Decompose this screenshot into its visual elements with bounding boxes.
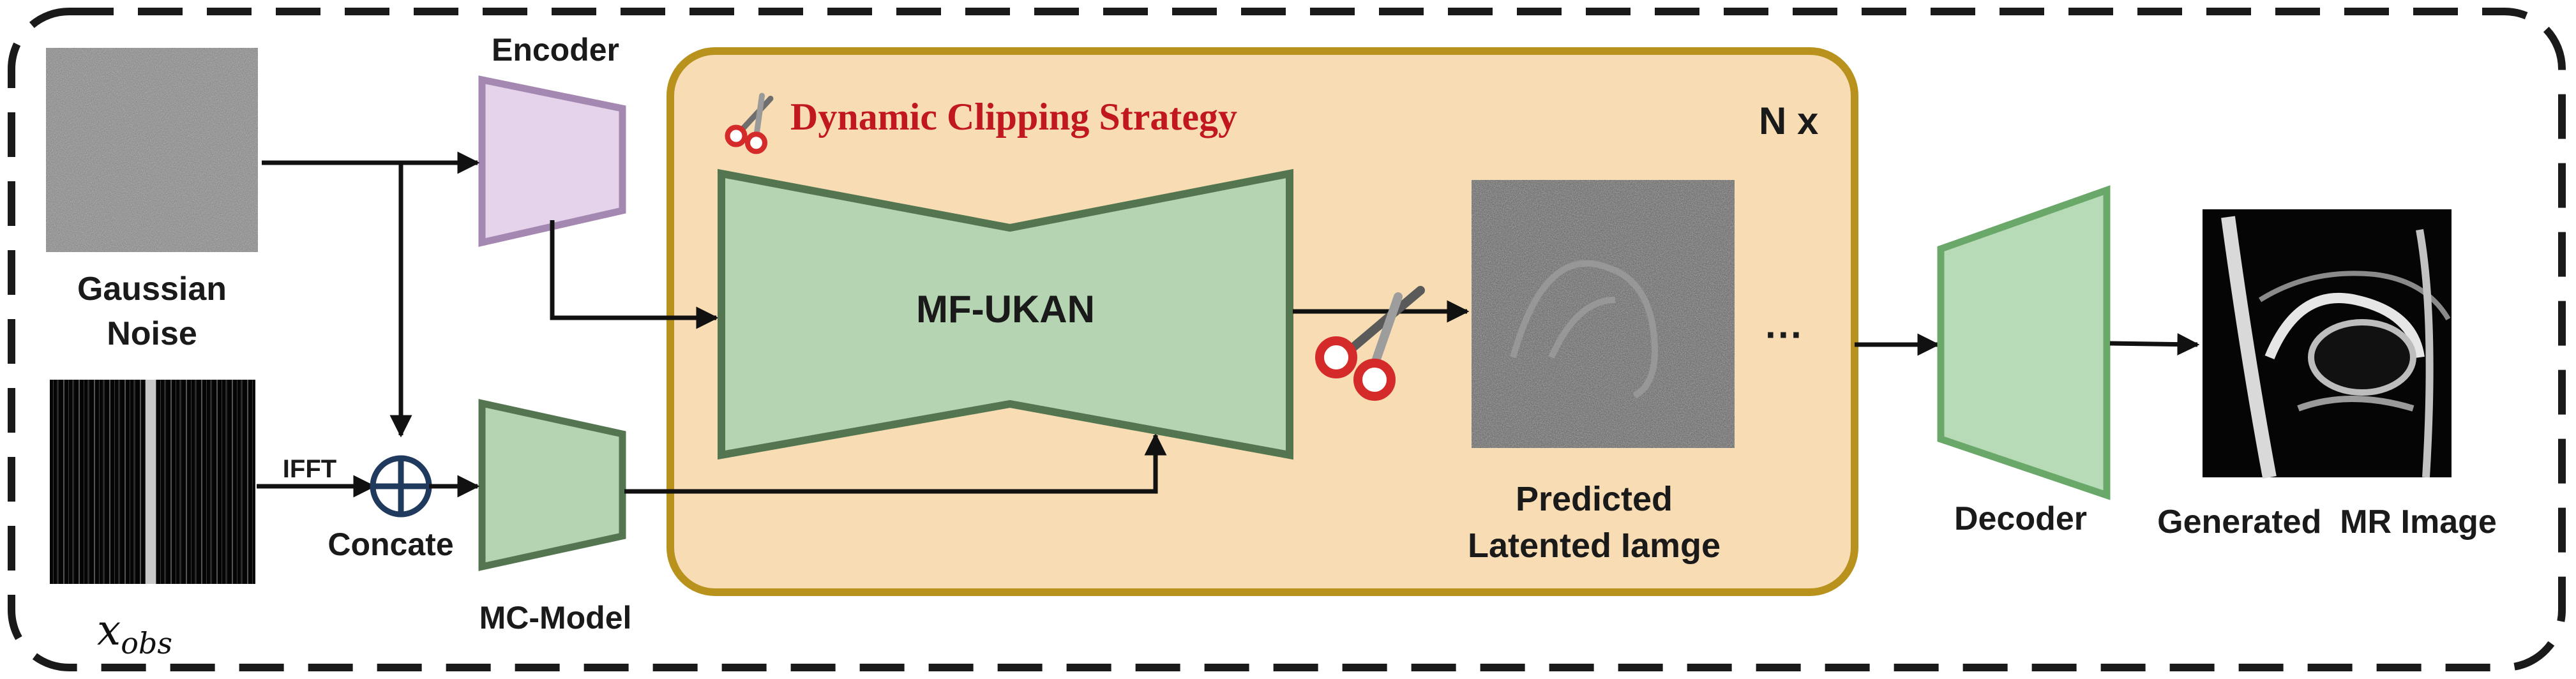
generated-mr-image <box>2203 209 2452 479</box>
generated-mr-label: Generated MR Image <box>2157 504 2497 541</box>
x-obs-base: x <box>97 606 121 655</box>
decoder-label: Decoder <box>1954 500 2087 537</box>
mf-ukan-label: MF-UKAN <box>916 288 1095 331</box>
scissors-icon <box>1315 286 1425 401</box>
x-obs-subscript: obs <box>121 626 172 660</box>
predicted-latent-image <box>1472 180 1735 448</box>
encoder-label: Encoder <box>492 32 619 68</box>
scissors-icon <box>725 93 774 154</box>
ifft-label: IFFT <box>283 455 336 483</box>
mc-model-label: MC-Model <box>479 600 632 636</box>
outer-dashed-border <box>8 8 2566 671</box>
concate-label: Concate <box>328 526 453 562</box>
decoder-block <box>1937 185 2111 500</box>
kspace-observation-image <box>50 380 255 584</box>
ellipsis: ··· <box>1765 313 1804 356</box>
mf-ukan-block <box>718 168 1293 460</box>
predicted-label-line1: Predicted <box>1516 480 1673 518</box>
arrow-mc-model-to-mfukan <box>624 433 1167 494</box>
gaussian-noise-image <box>46 48 258 252</box>
arrow-decoder-to-generated <box>2109 333 2200 356</box>
encoder-block <box>478 75 626 247</box>
gaussian-noise-label-line1: Gaussian <box>77 271 227 308</box>
arrow-encoder-to-mfukan <box>550 220 719 329</box>
gaussian-noise-label-line2: Noise <box>107 315 197 352</box>
dynamic-clipping-title: Dynamic Clipping Strategy <box>790 96 1237 138</box>
x-obs-label: xobs <box>97 606 172 660</box>
n-x-label: N x <box>1759 100 1818 142</box>
predicted-label-line2: Latented Iamge <box>1468 526 1721 565</box>
concat-plus-icon <box>370 455 432 518</box>
mc-model-block <box>478 399 626 571</box>
